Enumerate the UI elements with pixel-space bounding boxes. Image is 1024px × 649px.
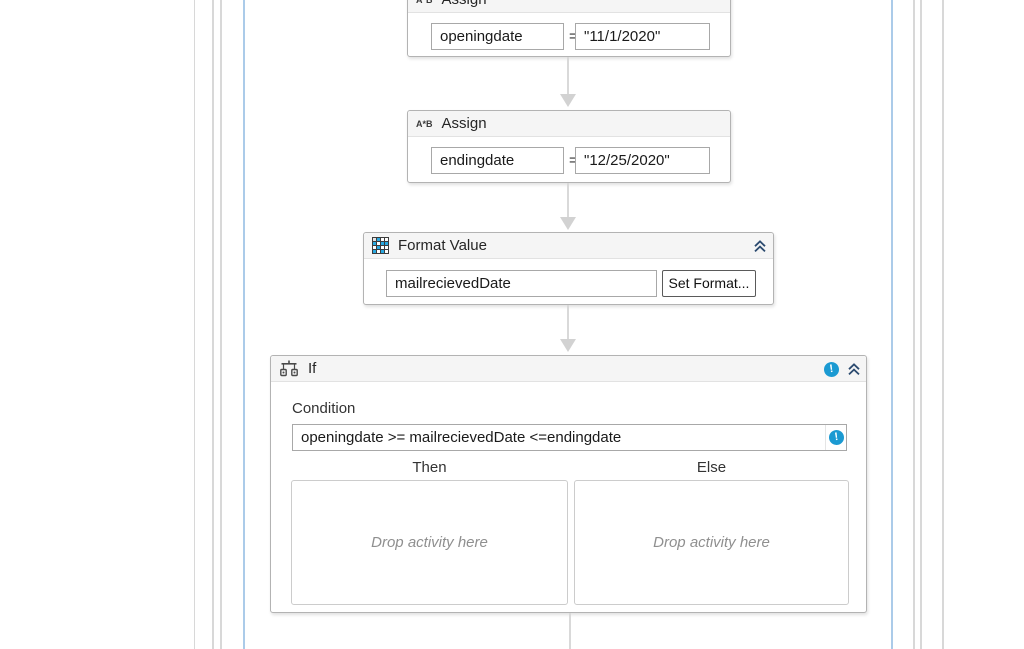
connector-line: [567, 57, 569, 95]
connector-line: [569, 613, 571, 649]
if-scale-icon: [280, 360, 298, 376]
activity-title: Assign: [442, 0, 487, 8]
assign-icon: A*B: [416, 118, 433, 129]
then-drop-area[interactable]: Drop activity here: [291, 480, 568, 605]
activity-title: Assign: [441, 115, 487, 132]
condition-label: Condition: [292, 400, 356, 417]
drop-activity-placeholder: Drop activity here: [653, 534, 770, 551]
connector-arrowhead: [560, 217, 576, 230]
condition-expression-field[interactable]: openingdate >= mailrecievedDate <=ending…: [292, 424, 847, 451]
set-format-button[interactable]: Set Format...: [662, 270, 756, 297]
sequence-border-right-selected: [891, 0, 893, 649]
assign-to-field[interactable]: openingdate: [431, 23, 564, 50]
connector-arrowhead: [560, 94, 576, 107]
format-value-expression-field[interactable]: mailrecievedDate: [386, 270, 657, 297]
connector-line: [567, 305, 569, 340]
if-header[interactable]: If !: [271, 356, 866, 382]
condition-expression-text: openingdate >= mailrecievedDate <=ending…: [301, 429, 622, 446]
assign-openingdate-header[interactable]: A*B Assign: [408, 0, 730, 13]
then-label: Then: [412, 459, 447, 476]
format-value-grid-icon: [372, 237, 389, 254]
assign-equals-sign: =: [569, 152, 578, 169]
assign-to-field[interactable]: endingdate: [431, 147, 564, 174]
sequence-border-left-mid: [212, 0, 214, 649]
assign-icon: A*B: [416, 0, 433, 5]
else-label: Else: [696, 459, 727, 476]
assign-endingdate-header[interactable]: A*B Assign: [408, 111, 730, 137]
assign-value-field[interactable]: "12/25/2020": [575, 147, 710, 174]
sequence-border-right-mid: [920, 0, 922, 649]
assign-equals-sign: =: [569, 28, 578, 45]
collapse-chevron-icon[interactable]: [753, 239, 767, 253]
sequence-border-left-outer: [194, 0, 195, 649]
connector-arrowhead: [560, 339, 576, 352]
format-value-header[interactable]: Format Value: [364, 233, 773, 259]
sequence-border-right-inner: [913, 0, 915, 649]
sequence-border-right-outer: [942, 0, 944, 649]
validation-warning-icon[interactable]: !: [823, 360, 840, 378]
assign-value-field[interactable]: "11/1/2020": [575, 23, 710, 50]
activity-title: If: [308, 360, 317, 377]
activity-assign-openingdate[interactable]: A*B Assign openingdate = "11/1/2020": [407, 0, 731, 57]
activity-title: Format Value: [398, 237, 487, 254]
condition-warning-icon[interactable]: !: [827, 429, 845, 446]
sequence-border-left-selected: [243, 0, 245, 649]
connector-line: [567, 183, 569, 218]
activity-assign-endingdate[interactable]: A*B Assign endingdate = "12/25/2020": [407, 110, 731, 183]
collapse-chevron-icon[interactable]: [847, 362, 861, 376]
activity-if[interactable]: If ! Condition openingdate >= mailreciev…: [270, 355, 867, 613]
sequence-border-left-inner: [220, 0, 222, 649]
activity-format-value[interactable]: Format Value mailrecievedDate Set Format…: [363, 232, 774, 305]
else-drop-area[interactable]: Drop activity here: [574, 480, 849, 605]
drop-activity-placeholder: Drop activity here: [371, 534, 488, 551]
